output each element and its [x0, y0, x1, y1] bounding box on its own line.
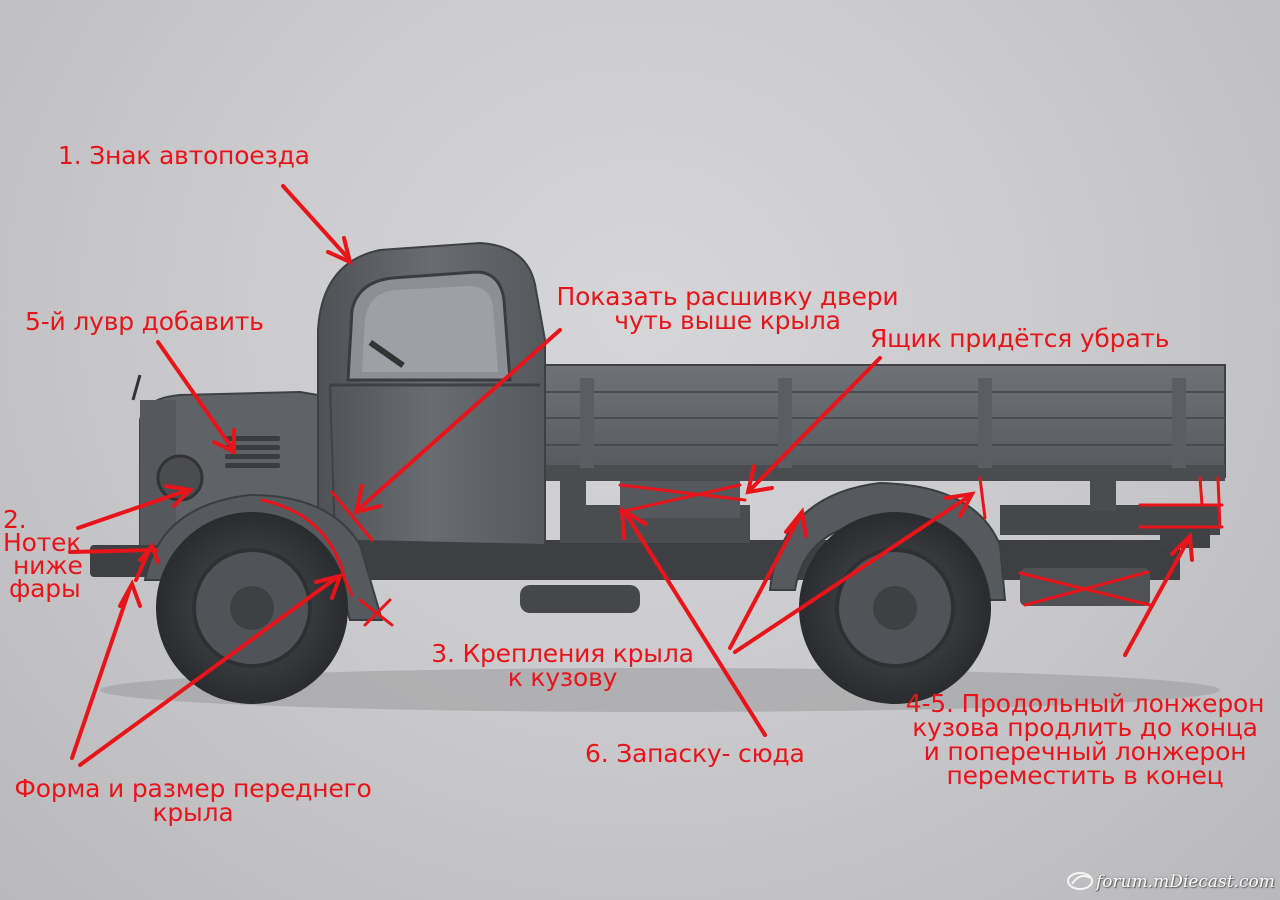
label-longeron-line-4: переместить в конец	[946, 761, 1224, 790]
label-drip-line-2: Нотек	[3, 528, 82, 557]
watermark-text: forum.mDiecast.com	[1096, 872, 1275, 892]
rear-wheel	[799, 512, 991, 704]
label-box: Ящик придётся убрать	[870, 324, 1170, 353]
label-fender-mounts-line-1: 3. Крепления крыла	[431, 639, 694, 668]
label-drip-line-1: 2.	[3, 505, 27, 534]
annotation-markings	[260, 476, 1224, 627]
label-fender-shape: Форма и размер переднего крыла	[2, 774, 384, 827]
front-wheel	[156, 512, 348, 704]
watermark-logo-icon	[1067, 872, 1093, 890]
label-fender-shape-line-2: крыла	[152, 798, 234, 827]
label-louvre: 5-й лувр добавить	[25, 307, 264, 336]
hood-louvres	[225, 436, 280, 468]
label-longeron-line-3: и поперечный лонжерон	[923, 737, 1247, 766]
watermark: forum.mDiecast.com	[1066, 868, 1276, 896]
cargo-bed	[544, 364, 1226, 511]
label-train-sign: 1. Знак автопоезда	[58, 141, 310, 170]
label-longeron-line-2: кузова продлить до конца	[912, 713, 1258, 742]
cab	[317, 241, 546, 547]
annotation-arrows	[68, 184, 1194, 767]
label-fender-mounts: 3. Крепления крыла к кузову	[425, 639, 700, 692]
label-door-seam-line-2: чуть выше крыла	[614, 306, 841, 335]
label-longeron: 4-5. Продольный лонжерон кузова продлить…	[895, 689, 1275, 790]
label-drip: 2. Нотек ниже фары	[3, 505, 83, 603]
label-fender-shape-line-1: Форма и размер переднего	[14, 774, 372, 803]
label-longeron-line-1: 4-5. Продольный лонжерон	[905, 689, 1265, 718]
label-drip-line-4: фары	[9, 574, 81, 603]
label-fender-mounts-line-2: к кузову	[507, 663, 618, 692]
label-door-seam: Показать расшивку двери чуть выше крыла	[545, 282, 910, 335]
label-drip-line-3: ниже	[13, 551, 83, 580]
label-spare: 6. Запаску- сюда	[585, 739, 805, 768]
label-door-seam-line-1: Показать расшивку двери	[556, 282, 899, 311]
